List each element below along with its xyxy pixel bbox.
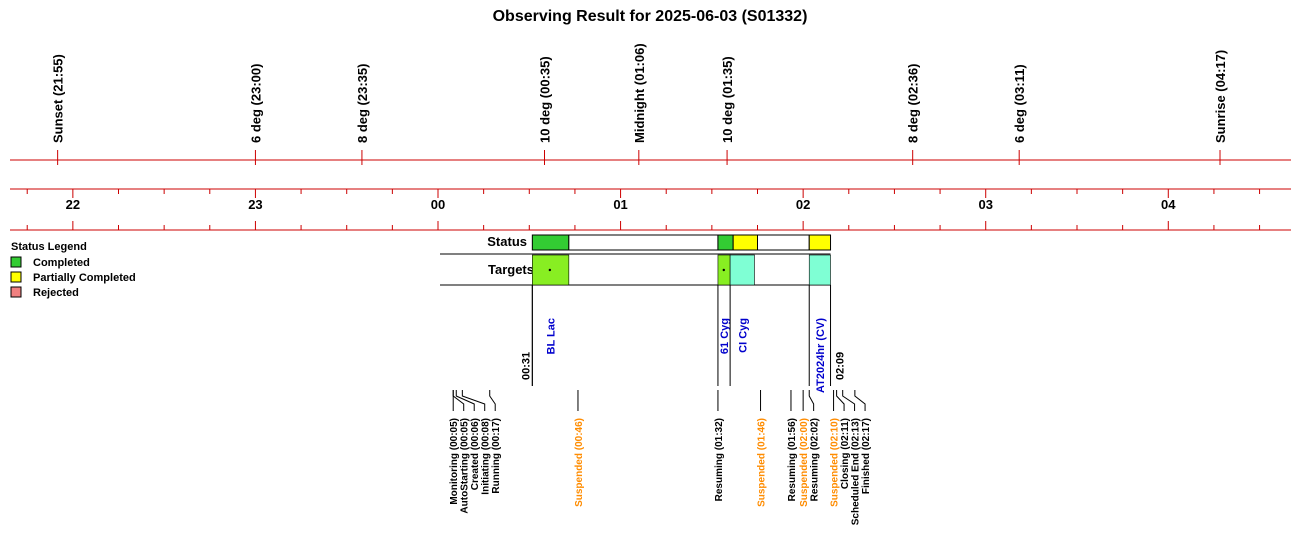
log-event-connector bbox=[455, 390, 475, 411]
session-time-label: 00:31 bbox=[520, 352, 532, 380]
sky-event-label: 6 deg (03:11) bbox=[1012, 64, 1027, 143]
log-event-label: Created (00:06) bbox=[470, 418, 481, 490]
sky-event-label: 10 deg (00:35) bbox=[538, 56, 553, 143]
log-event-label: Running (00:17) bbox=[491, 418, 502, 494]
legend-swatch bbox=[10, 286, 22, 298]
target-block bbox=[808, 254, 831, 286]
hour-label: 04 bbox=[1161, 197, 1176, 212]
log-event-label: Suspended (00:46) bbox=[574, 418, 585, 507]
log-event-connector bbox=[808, 390, 815, 411]
sky-event-label: 10 deg (01:35) bbox=[720, 56, 735, 143]
log-event-connector bbox=[842, 390, 856, 411]
hour-label: 22 bbox=[66, 197, 80, 212]
log-event-connector bbox=[854, 390, 866, 411]
sky-event-label: 6 deg (23:00) bbox=[248, 64, 263, 143]
sky-event-label: 8 deg (23:35) bbox=[355, 64, 370, 143]
legend-item-label: Partially Completed bbox=[33, 272, 136, 284]
log-event-label: Resuming (02:02) bbox=[810, 418, 821, 501]
hour-label: 03 bbox=[978, 197, 992, 212]
status-segment bbox=[568, 234, 719, 251]
target-name: 61 Cyg bbox=[719, 318, 731, 354]
status-target-rows: Status Targets bbox=[440, 234, 832, 286]
status-segment bbox=[717, 234, 734, 251]
hour-label: 00 bbox=[431, 197, 445, 212]
target-marker bbox=[722, 268, 725, 272]
status-segment bbox=[732, 234, 759, 251]
hour-label: 23 bbox=[248, 197, 262, 212]
target-name: BL Lac bbox=[546, 318, 558, 354]
sky-events: Sunset (21:55) 6 deg (23:00) 8 deg (23:35)… bbox=[51, 43, 1228, 165]
log-event-label: Initiating (00:08) bbox=[481, 418, 492, 495]
target-name: AT2024hr (CV) bbox=[815, 318, 827, 393]
chart-title: Observing Result for 2025-06-03 (S01332) bbox=[493, 8, 808, 25]
log-event-connector bbox=[836, 390, 845, 411]
log-event-label: Suspended (01:46) bbox=[757, 418, 768, 507]
legend-item-label: Rejected bbox=[33, 287, 79, 299]
log-event-label: AutoStarting (00:05) bbox=[460, 418, 471, 514]
legend-item-label: Completed bbox=[33, 257, 90, 269]
hour-label: 02 bbox=[796, 197, 810, 212]
target-marker bbox=[548, 268, 552, 272]
target-block bbox=[729, 254, 755, 286]
target-labels: BL Lac 61 Cyg CI Cyg AT2024hr (CV) 00:31 02:0… bbox=[520, 285, 847, 393]
status-segment bbox=[808, 234, 832, 251]
targets-row-label: Targets bbox=[488, 262, 534, 277]
sky-event-label: Sunrise (04:17) bbox=[1213, 50, 1228, 143]
status-segment bbox=[531, 234, 570, 251]
session-time-label: 02:09 bbox=[835, 352, 847, 380]
log-event-label: Scheduled End (02:13) bbox=[851, 418, 862, 525]
log-event-connector bbox=[489, 390, 496, 411]
status-segment bbox=[757, 234, 810, 251]
sky-event-label: 8 deg (02:36) bbox=[906, 64, 921, 143]
log-event-label: Resuming (01:32) bbox=[714, 418, 725, 501]
log-event-label: Closing (02:11) bbox=[840, 418, 851, 489]
hour-label: 01 bbox=[613, 197, 627, 212]
sky-event-label: Sunset (21:55) bbox=[51, 54, 66, 143]
legend-swatch bbox=[10, 256, 22, 268]
sky-event-label: Midnight (01:06) bbox=[632, 43, 647, 143]
log-event-label: Monitoring (00:05) bbox=[449, 418, 460, 505]
log-event-connector bbox=[452, 390, 465, 411]
target-name: CI Cyg bbox=[737, 318, 749, 353]
axis-lines bbox=[10, 159, 1291, 231]
legend-title: Status Legend bbox=[11, 241, 87, 253]
log-event-label: Suspended (02:00) bbox=[799, 418, 810, 507]
log-event-label: Finished (02:17) bbox=[861, 418, 872, 494]
log-event-connector bbox=[461, 390, 486, 411]
status-row-label: Status bbox=[487, 234, 527, 249]
log-events: Monitoring (00:05)AutoStarting (00:05)Cr… bbox=[449, 390, 872, 525]
legend-swatch bbox=[10, 271, 22, 283]
hour-axis: 22 23 00 01 02 03 04 bbox=[26, 189, 1261, 230]
log-event-label: Suspended (02:10) bbox=[830, 418, 841, 507]
log-event-label: Resuming (01:56) bbox=[787, 418, 798, 501]
